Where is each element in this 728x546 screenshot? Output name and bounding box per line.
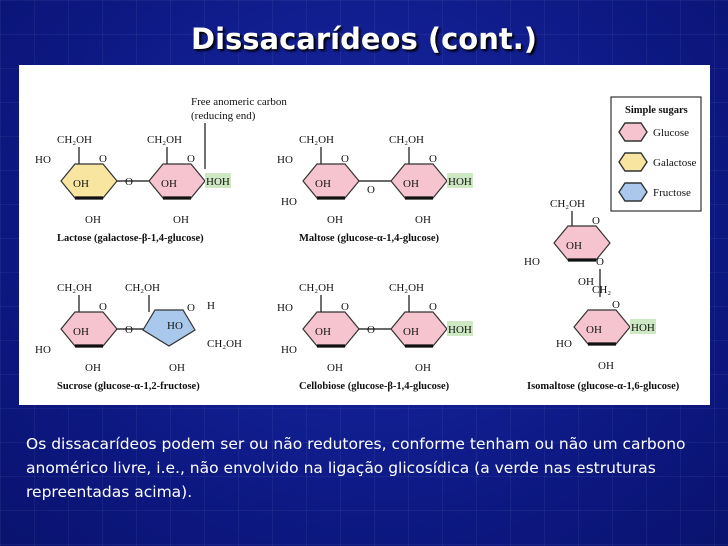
cellobiose-ho-top: HO	[277, 302, 293, 314]
lactose-ring-right-oh: OH	[161, 178, 177, 190]
isomaltose-ch2: CH₂	[592, 284, 611, 296]
isomaltose-oh-mid: OH	[578, 276, 594, 288]
cellobiose-reducing-end	[447, 321, 473, 336]
lactose-ring-left	[60, 163, 118, 199]
legend-item-galactose: Galactose	[653, 157, 696, 169]
lactose-ch2oh-left: CH₂OH	[57, 134, 92, 146]
sucrose-ring-fructose	[142, 309, 196, 347]
isomaltose-ch2oh-top: CH₂OH	[550, 198, 585, 210]
legend-item-glucose: Glucose	[653, 127, 689, 139]
sucrose-ring-glucose-ring-o: O	[99, 301, 107, 313]
sucrose-ho-left: HO	[35, 344, 51, 356]
cellobiose-ring-left-ring-o: O	[341, 301, 349, 313]
maltose-ch2oh-right: CH₂OH	[389, 134, 424, 146]
lactose-ring-left-ring-o: O	[99, 153, 107, 165]
maltose-label: Maltose (glucose-α-1,4-glucose)	[299, 233, 439, 244]
isomaltose-reducing-end-text: HOH	[631, 322, 655, 334]
sucrose-ring-glucose-oh: OH	[73, 326, 89, 338]
lactose-ring-right-ring-o: O	[187, 153, 195, 165]
maltose-ring-left-oh: OH	[315, 178, 331, 190]
isomaltose-ho-bottom: HO	[556, 338, 572, 350]
maltose-ring-right-oh: OH	[403, 178, 419, 190]
maltose-ring-left-ring-o: O	[341, 153, 349, 165]
lactose-reducing-end-text: HOH	[206, 176, 230, 188]
maltose-ring-right	[390, 163, 448, 199]
legend-title: Simple sugars	[625, 105, 688, 116]
lactose-oh-bottom-left: OH	[85, 214, 101, 226]
cellobiose-ring-right-oh: OH	[403, 326, 419, 338]
maltose-reducing-end-text: HOH	[448, 176, 472, 188]
maltose-oh-bottom-right: OH	[415, 214, 431, 226]
slide-caption: Os dissacarídeos podem ser ou não reduto…	[26, 435, 686, 501]
lactose-ch2oh-right: CH₂OH	[147, 134, 182, 146]
maltose-reducing-end	[447, 173, 473, 188]
isomaltose-ring-bottom-ring-o: O	[612, 299, 620, 311]
cellobiose-reducing-end-text: HOH	[448, 324, 472, 336]
maltose-ho-bottom: HO	[281, 196, 297, 208]
isomaltose-glycosidic-o: O	[596, 256, 604, 268]
isomaltose-ring-top	[553, 225, 611, 261]
maltose-ring-right-ring-o: O	[429, 153, 437, 165]
isomaltose-ring-bottom	[573, 309, 631, 345]
sucrose-oh-bottom-left: OH	[85, 362, 101, 374]
isomaltose-ho-top: HO	[524, 256, 540, 268]
sucrose-ring-o: O	[187, 302, 195, 314]
isomaltose-ring-bottom-oh: OH	[586, 324, 602, 336]
legend-glucose-icon	[618, 122, 648, 142]
cellobiose-ring-left-oh: OH	[315, 326, 331, 338]
legend-galactose-icon	[618, 152, 648, 172]
legend-fructose-icon	[618, 182, 648, 202]
isomaltose-label: Isomaltose (glucose-α-1,6-glucose)	[527, 381, 680, 392]
slide-title: Dissacarídeos (cont.)	[191, 22, 537, 56]
isomaltose-reducing-end	[630, 319, 656, 334]
sucrose-ch2oh-left: CH₂OH	[57, 282, 92, 294]
lactose-glycosidic-o: O	[125, 176, 133, 188]
maltose-ring-left	[302, 163, 360, 199]
isomaltose-ring-top-oh: OH	[566, 240, 582, 252]
cellobiose-oh-bottom-left: OH	[327, 362, 343, 374]
cellobiose-ch2oh-left: CH₂OH	[299, 282, 334, 294]
isomaltose-oh-bottom: OH	[598, 360, 614, 372]
lactose-ho-top: HO	[35, 154, 51, 166]
cellobiose-oh-bottom-right: OH	[415, 362, 431, 374]
cellobiose-ch2oh-right: CH₂OH	[389, 282, 424, 294]
cellobiose-ring-left	[302, 311, 360, 347]
sucrose-ring-fructose-ho: HO	[167, 320, 183, 332]
lactose-oh-bottom-right: OH	[173, 214, 189, 226]
sucrose-ring-glucose	[60, 311, 118, 347]
maltose-oh-bottom-left: OH	[327, 214, 343, 226]
lactose-label: Lactose (galactose-β-1,4-glucose)	[57, 233, 204, 244]
cellobiose-ring-right-ring-o: O	[429, 301, 437, 313]
annotation-line2: (reducing end)	[191, 110, 256, 122]
sucrose-oh-bottom-right: OH	[169, 362, 185, 374]
annotation-line1: Free anomeric carbon	[191, 96, 287, 108]
maltose-ch2oh-left: CH₂OH	[299, 134, 334, 146]
sucrose-glycosidic-o: O	[125, 324, 133, 336]
cellobiose-ring-right	[390, 311, 448, 347]
cellobiose-glycosidic-o: O	[367, 324, 375, 336]
isomaltose-ring-top-ring-o: O	[592, 215, 600, 227]
legend-item-fructose: Fructose	[653, 187, 691, 199]
lactose-ring-right	[148, 163, 206, 199]
lactose-ring-left-oh: OH	[73, 178, 89, 190]
lactose-reducing-end	[205, 173, 231, 188]
sucrose-label: Sucrose (glucose-α-1,2-fructose)	[57, 381, 200, 392]
sucrose-ch2oh-right: CH₂OH	[125, 282, 160, 294]
maltose-glycosidic-o: O	[367, 184, 375, 196]
cellobiose-label: Cellobiose (glucose-β-1,4-glucose)	[299, 381, 450, 392]
sucrose-ch2oh-bottom: CH₂OH	[207, 338, 242, 350]
cellobiose-ho-bottom: HO	[281, 344, 297, 356]
sucrose-h: H	[207, 300, 215, 312]
maltose-ho-top: HO	[277, 154, 293, 166]
